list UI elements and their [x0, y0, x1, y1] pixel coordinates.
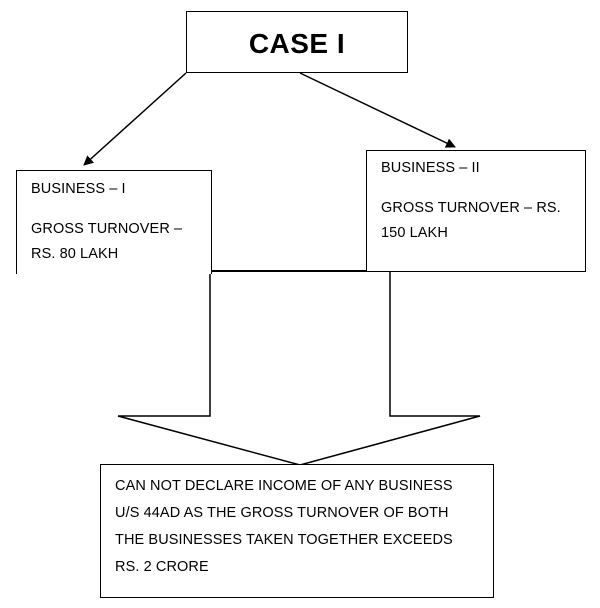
conclusion-line-1: CAN NOT DECLARE INCOME OF ANY BUSINESS: [115, 478, 453, 494]
case-title: CASE I: [248, 27, 346, 59]
business-2-box: BUSINESS – II GROSS TURNOVER – RS. 150 L…: [366, 150, 586, 272]
conclusion-line-3: THE BUSINESSES TAKEN TOGETHER EXCEEDS: [115, 532, 453, 548]
business-2-turnover-line-2: 150 LAKH: [381, 225, 448, 241]
conclusion-text: CAN NOT DECLARE INCOME OF ANY BUSINESS U…: [115, 473, 479, 581]
business-1-turnover-line-2: RS. 80 LAKH: [31, 246, 119, 262]
business-1-turnover-line-1: GROSS TURNOVER –: [31, 221, 183, 237]
case-box: CASE I: [186, 11, 408, 73]
arrow-case-to-business-2: [299, 72, 456, 148]
conclusion-box: CAN NOT DECLARE INCOME OF ANY BUSINESS U…: [100, 464, 494, 598]
conclusion-line-2: U/S 44AD AS THE GROSS TURNOVER OF BOTH: [115, 505, 449, 521]
business-1-box: BUSINESS – I GROSS TURNOVER – RS. 80 LAK…: [16, 170, 212, 274]
conclusion-line-4: RS. 2 CRORE: [115, 559, 209, 575]
business-1-name: BUSINESS – I: [31, 181, 126, 197]
business-2-name: BUSINESS – II: [381, 160, 480, 176]
arrow-case-to-business-1: [83, 72, 187, 166]
merge-arrow-outline: [117, 270, 481, 466]
business-2-turnover-line-1: GROSS TURNOVER – RS.: [381, 200, 561, 216]
